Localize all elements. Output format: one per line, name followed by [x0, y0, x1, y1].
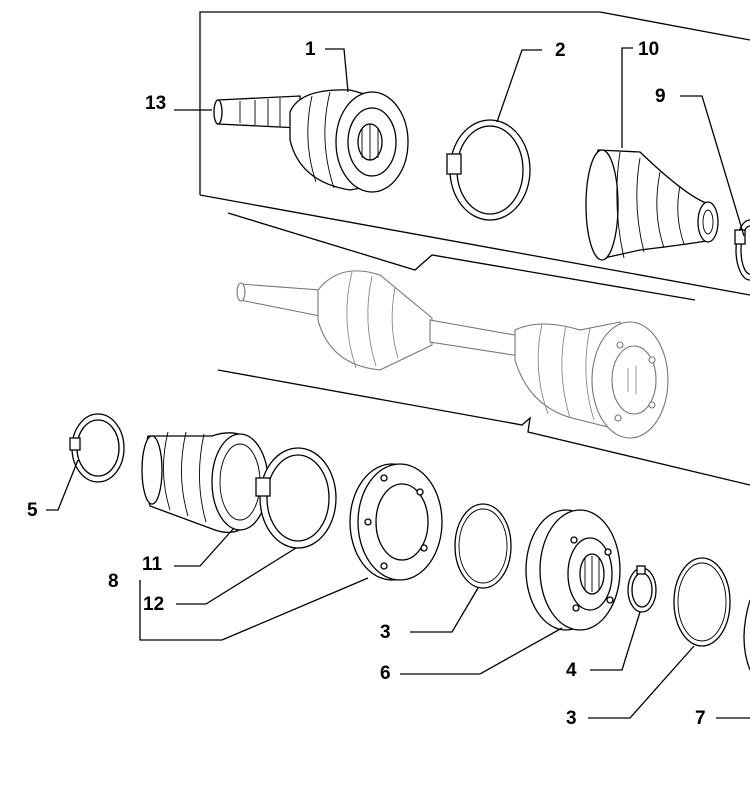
part-gasket-ring-right: [673, 557, 731, 647]
part-clamp-ring: [69, 413, 125, 483]
callout-6: 6: [380, 663, 391, 684]
lower-detail-frame: [217, 369, 750, 486]
callout-10: 10: [638, 39, 659, 60]
part-outer-boot: [585, 149, 719, 261]
callout-1: 1: [305, 39, 316, 60]
part-outer-cv-joint: [213, 89, 409, 193]
driveshaft-assembly-ghost: [227, 212, 696, 439]
part-inner-boot: [141, 431, 269, 534]
upper-detail-frame: [199, 11, 750, 296]
callout-5: 5: [27, 500, 38, 521]
callout-3-right: 3: [566, 708, 577, 729]
part-flange-ring: [349, 463, 443, 581]
leader-lines: [46, 47, 750, 719]
callout-8: 8: [108, 571, 119, 592]
callout-labels: 1 13 2 10 9 5 11 8 12 3 6 4 3 7: [27, 39, 706, 729]
part-cover-partial: [743, 599, 750, 671]
part-inner-joint-body: [525, 509, 621, 631]
part-clamp-band-large: [446, 119, 531, 221]
callout-3-left: 3: [380, 622, 391, 643]
callout-9: 9: [655, 86, 666, 107]
part-clamp-band-inner: [255, 447, 337, 549]
part-circlip: [627, 565, 657, 613]
callout-4: 4: [566, 660, 577, 681]
callout-12: 12: [143, 594, 164, 615]
part-clamp-band-small: [734, 219, 750, 281]
callout-7: 7: [695, 708, 706, 729]
part-gasket-ring-left: [454, 503, 512, 589]
callout-11: 11: [142, 554, 163, 575]
callout-2: 2: [555, 40, 566, 61]
callout-13: 13: [145, 93, 166, 114]
